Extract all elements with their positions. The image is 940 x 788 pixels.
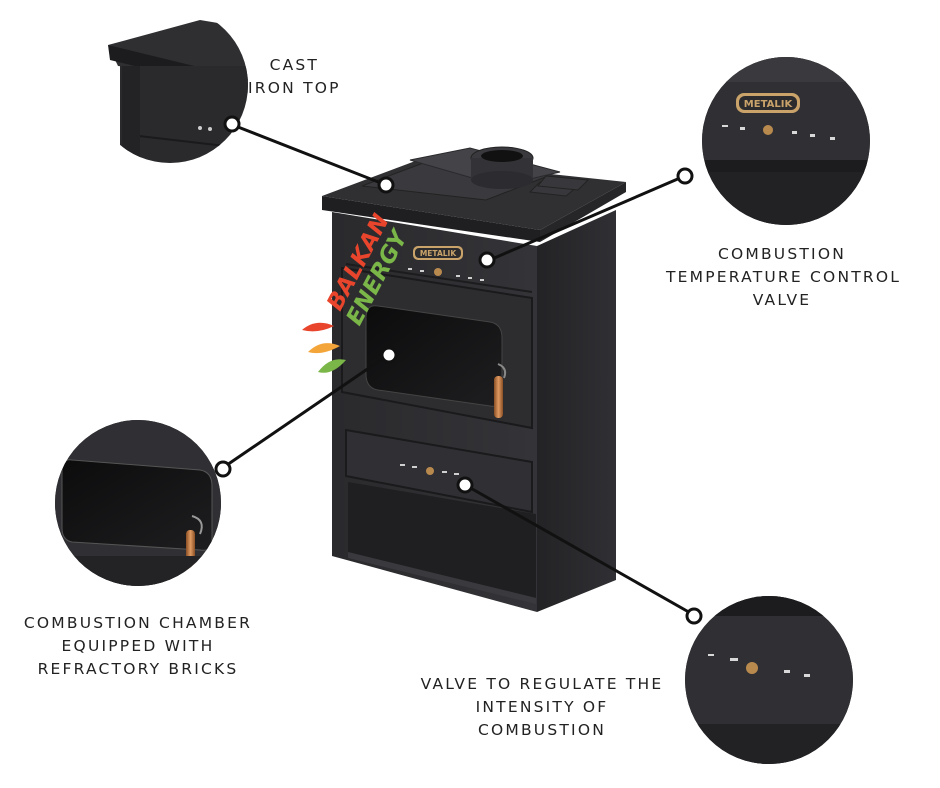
detail-temperature-valve: METALIK [702, 57, 870, 225]
air-slots [408, 268, 484, 281]
caption-cast-iron-top: CAST IRON TOP [248, 56, 341, 97]
ash-drawer [345, 428, 533, 514]
dot-cast-top [377, 176, 395, 194]
stove: METALIK [322, 146, 626, 612]
dot-chamber-end [214, 460, 232, 478]
detail-combustion-chamber [55, 420, 221, 586]
storage-compartment [348, 482, 536, 598]
dot-temp-end [676, 167, 694, 185]
watermark-leaf-icon [302, 322, 346, 373]
stove-side-panel [537, 210, 616, 612]
dot-intensity [456, 476, 474, 494]
leader-lines [214, 115, 703, 625]
door-handle [494, 376, 503, 418]
detail-intensity-valve [685, 596, 853, 764]
caption-combustion-chamber: COMBUSTION CHAMBER EQUIPPED WITH REFRACT… [23, 614, 253, 678]
door-glass [365, 305, 503, 407]
dot-temp [478, 251, 496, 269]
dot-cast-top-end [223, 115, 241, 133]
detail-cast-iron-top [92, 7, 248, 163]
plate-text: METALIK [420, 249, 457, 258]
temp-valve-knob [434, 268, 442, 276]
dot-intensity-end [685, 607, 703, 625]
caption-temperature-valve: COMBUSTION TEMPERATURE CONTROL VALVE [666, 245, 902, 309]
dot-chamber [380, 346, 398, 364]
intensity-valve-knob [426, 467, 434, 475]
caption-intensity-valve: VALVE TO REGULATE THE INTENSITY OF COMBU… [420, 675, 664, 739]
plate-logo: METALIK [413, 246, 463, 260]
svg-text:METALIK: METALIK [744, 99, 794, 110]
